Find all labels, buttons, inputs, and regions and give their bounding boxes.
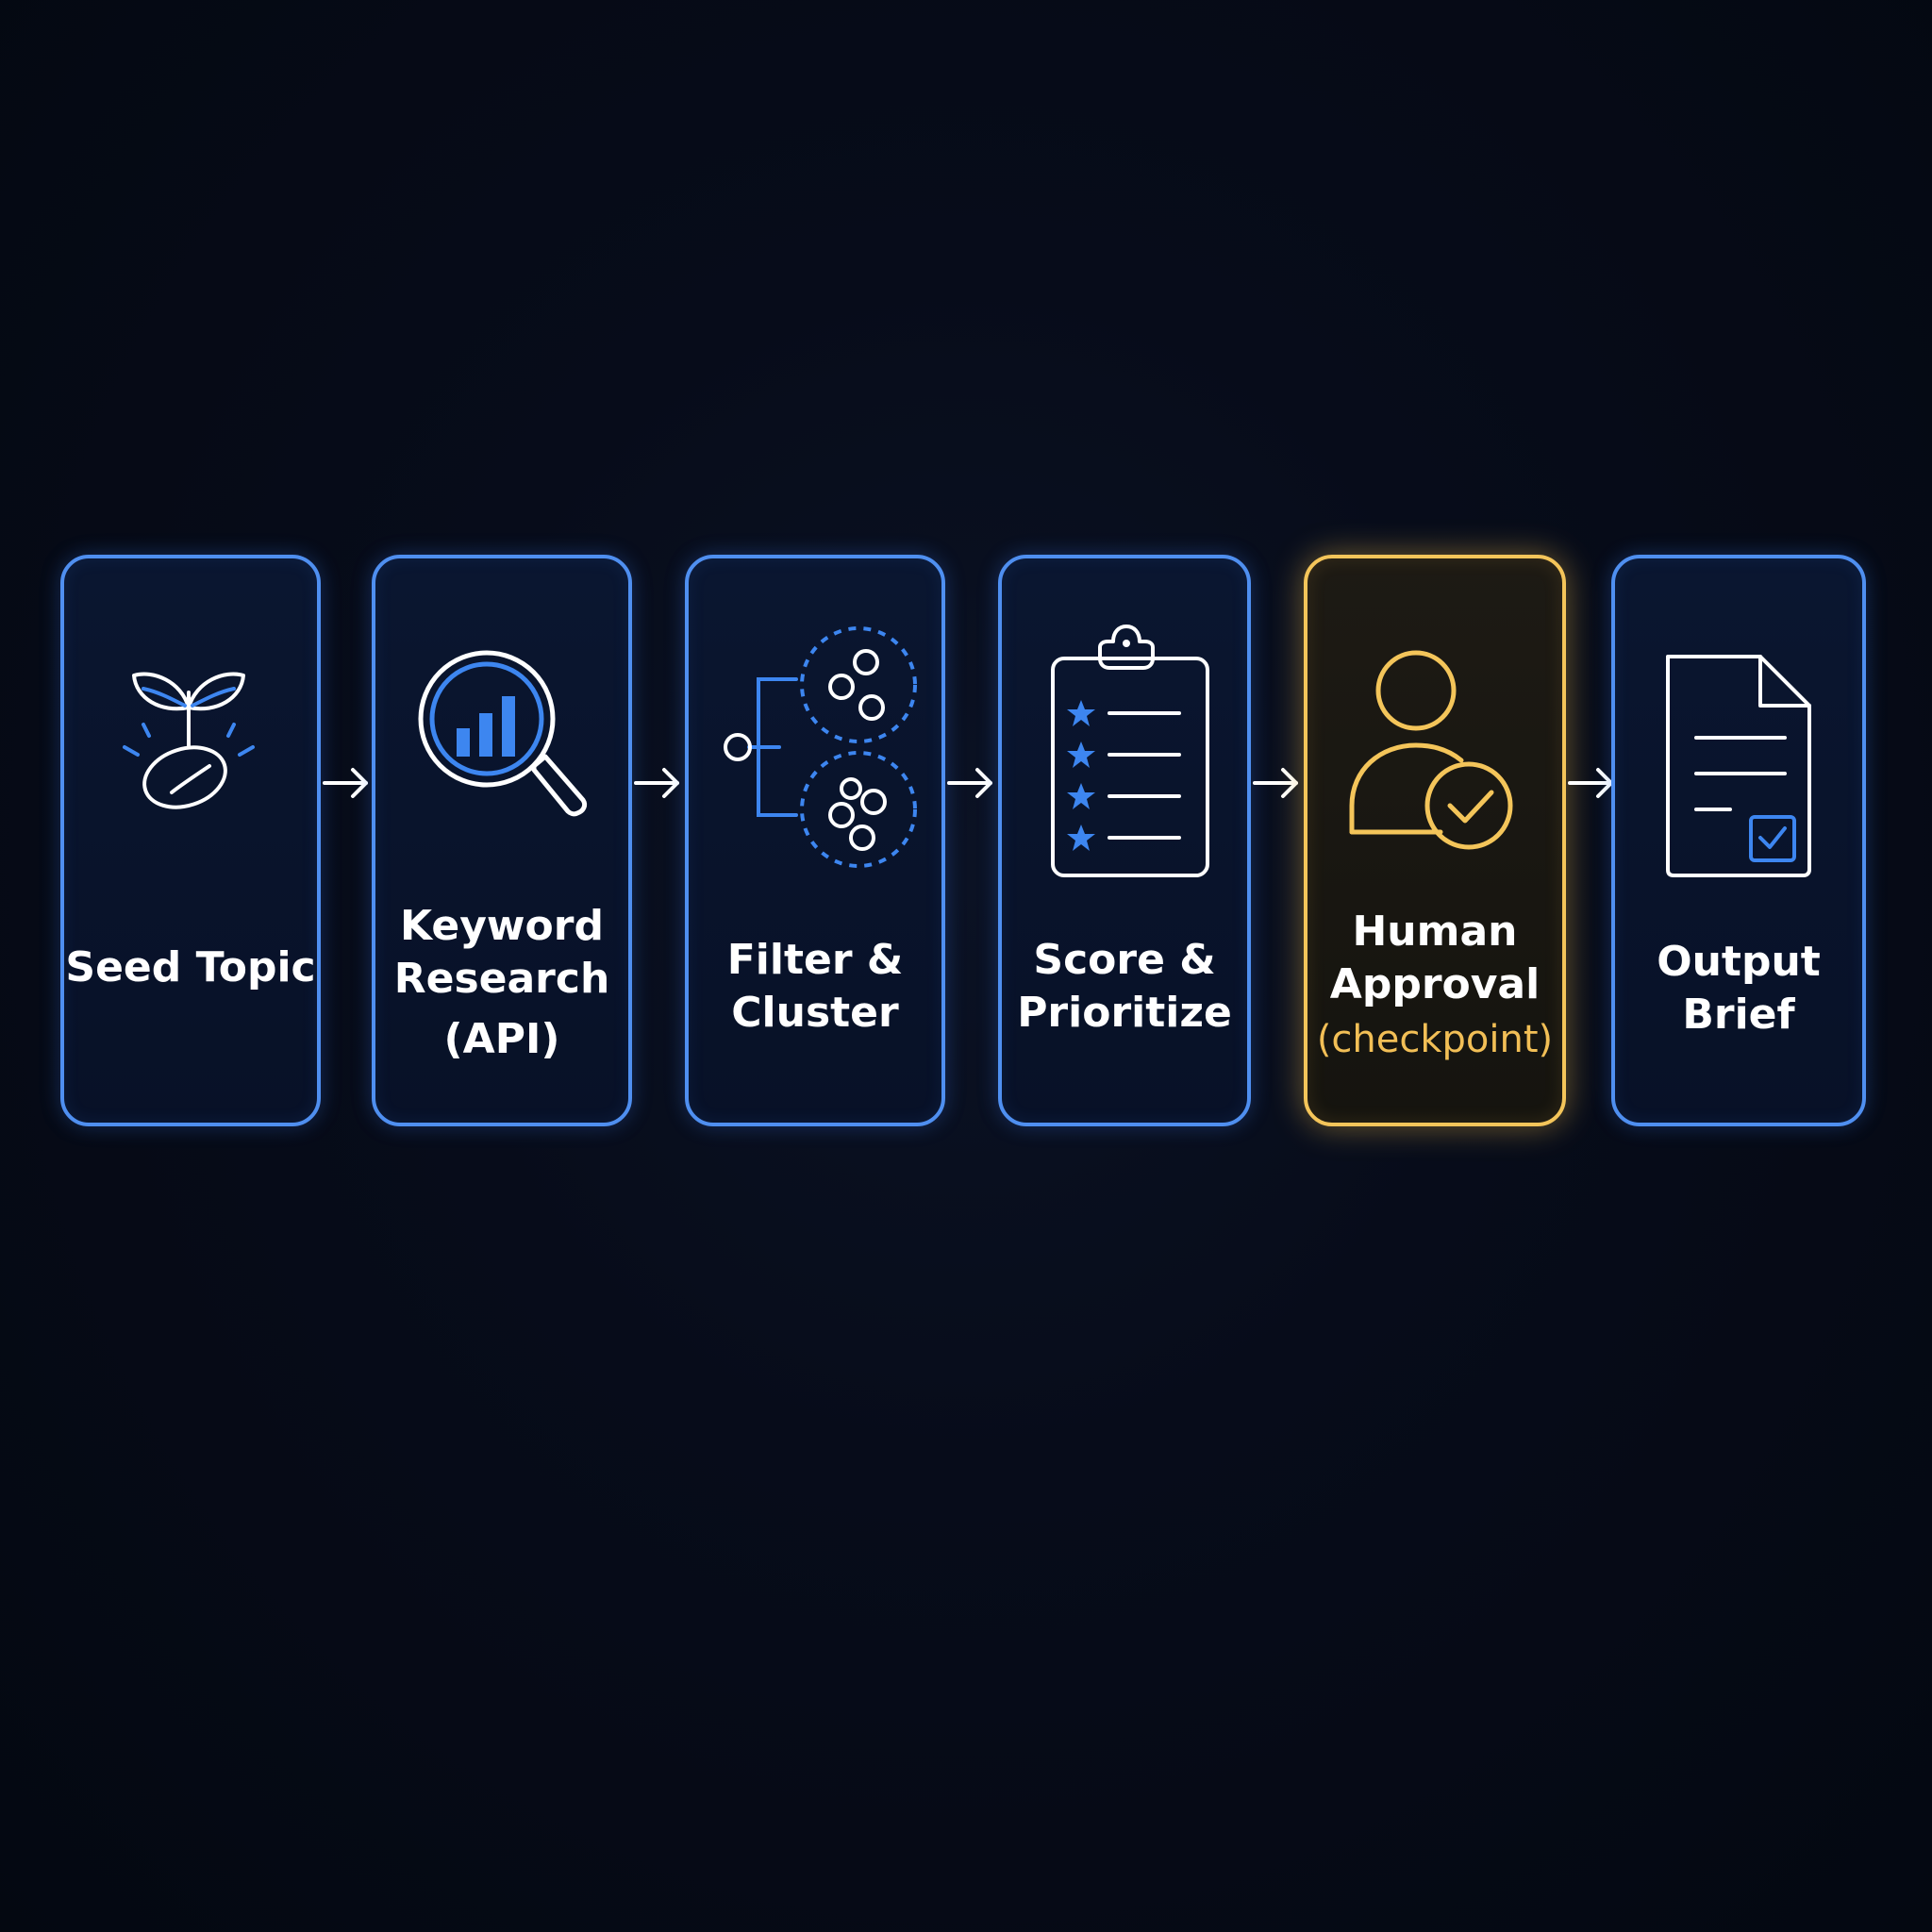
arrow-right-icon [1253, 768, 1298, 798]
step-filter-cluster: Filter & Cluster [685, 555, 945, 1126]
step-label: Score & Prioritize [1017, 936, 1232, 1037]
step-label: Output Brief [1657, 938, 1821, 1039]
arrow-right-icon [634, 768, 679, 798]
step-label: Seed Topic [65, 943, 316, 991]
arrow-right-icon [947, 768, 992, 798]
user-check-icon [1307, 558, 1562, 898]
magnifier-bar-chart-icon [375, 558, 628, 898]
sprouting-seed-icon [64, 558, 317, 898]
step-output-brief: Output Brief [1611, 555, 1866, 1126]
document-check-icon [1615, 558, 1862, 898]
step-label: Filter & Cluster [726, 936, 904, 1037]
step-label: Human Approval (checkpoint) [1307, 906, 1562, 1068]
step-keyword-research: Keyword Research (API) [372, 555, 632, 1126]
step-label: Keyword Research (API) [393, 902, 610, 1063]
clipboard-stars-icon [1002, 558, 1247, 898]
checkpoint-note: (checkpoint) [1316, 1018, 1554, 1061]
step-human-approval: Human Approval (checkpoint) [1304, 555, 1566, 1126]
step-score-prioritize: Score & Prioritize [998, 555, 1251, 1126]
step-seed-topic: Seed Topic [60, 555, 321, 1126]
arrow-right-icon [323, 768, 368, 798]
cluster-tree-icon [689, 558, 941, 898]
